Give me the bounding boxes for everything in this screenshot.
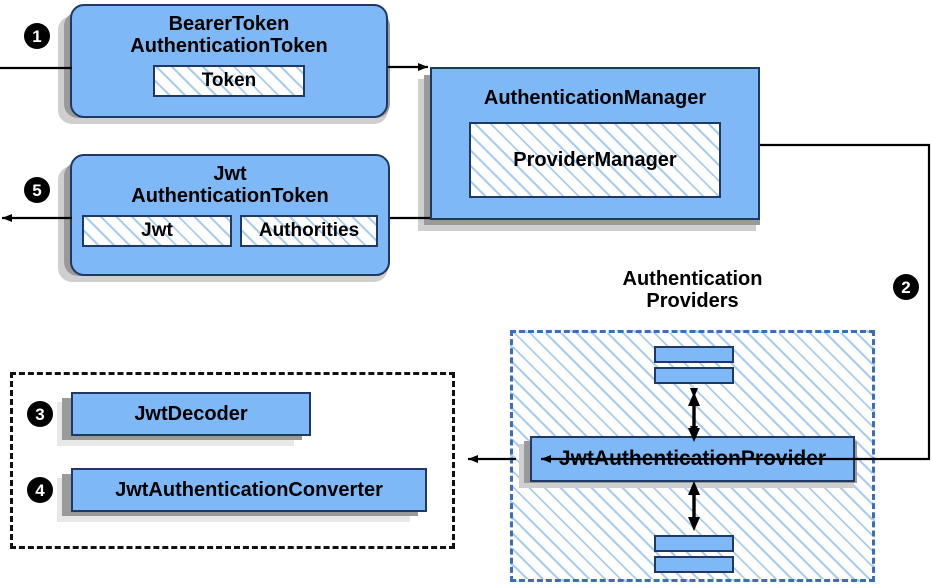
jwt-token-title: Jwt AuthenticationToken [131,163,329,207]
node-jwt-authentication-token[interactable]: Jwt AuthenticationToken Jwt Authorities [70,154,390,276]
jwt-token-inner-jwt[interactable]: Jwt [82,215,232,248]
provider-manager-label: ProviderManager [513,148,677,171]
node-jwt-decoder[interactable]: JwtDecoder [71,392,311,436]
authentication-providers-caption: Authentication Providers [622,268,763,312]
jwt-token-inner-row: Jwt Authorities [82,215,378,248]
authentication-manager-title: AuthenticationManager [483,87,707,109]
jwt-token-inner-jwt-label: Jwt [141,220,173,242]
node-authentication-manager[interactable]: AuthenticationManager ProviderManager [430,67,760,220]
node-jwt-authentication-converter[interactable]: JwtAuthenticationConverter [71,468,427,512]
provider-stack-bottom-bar-1[interactable] [654,535,734,552]
bearer-token-inner-token[interactable]: Token [153,65,305,98]
step-badge-3: 3 [27,401,53,427]
authentication-manager-inner-provider-manager[interactable]: ProviderManager [469,122,721,198]
jwt-token-inner-authorities[interactable]: Authorities [240,215,378,248]
node-bearer-token-authentication-token[interactable]: BearerToken AuthenticationToken Token [70,4,388,118]
provider-stack-bottom-bar-2[interactable] [654,556,734,573]
provider-stack-top-bar-1[interactable] [654,346,734,363]
jwt-decoder-label: JwtDecoder [134,403,248,425]
jwt-authentication-converter-label: JwtAuthenticationConverter [115,479,383,501]
step-badge-4: 4 [27,477,53,503]
step-badge-5: 5 [24,177,50,203]
bearer-token-title: BearerToken AuthenticationToken [130,13,328,57]
bearer-token-inner-token-label: Token [201,70,257,92]
jwt-token-inner-authorities-label: Authorities [258,220,360,242]
step-badge-1: 1 [24,23,50,49]
step-badge-2: 2 [893,274,919,300]
provider-stack-top-bar-2[interactable] [654,367,734,384]
